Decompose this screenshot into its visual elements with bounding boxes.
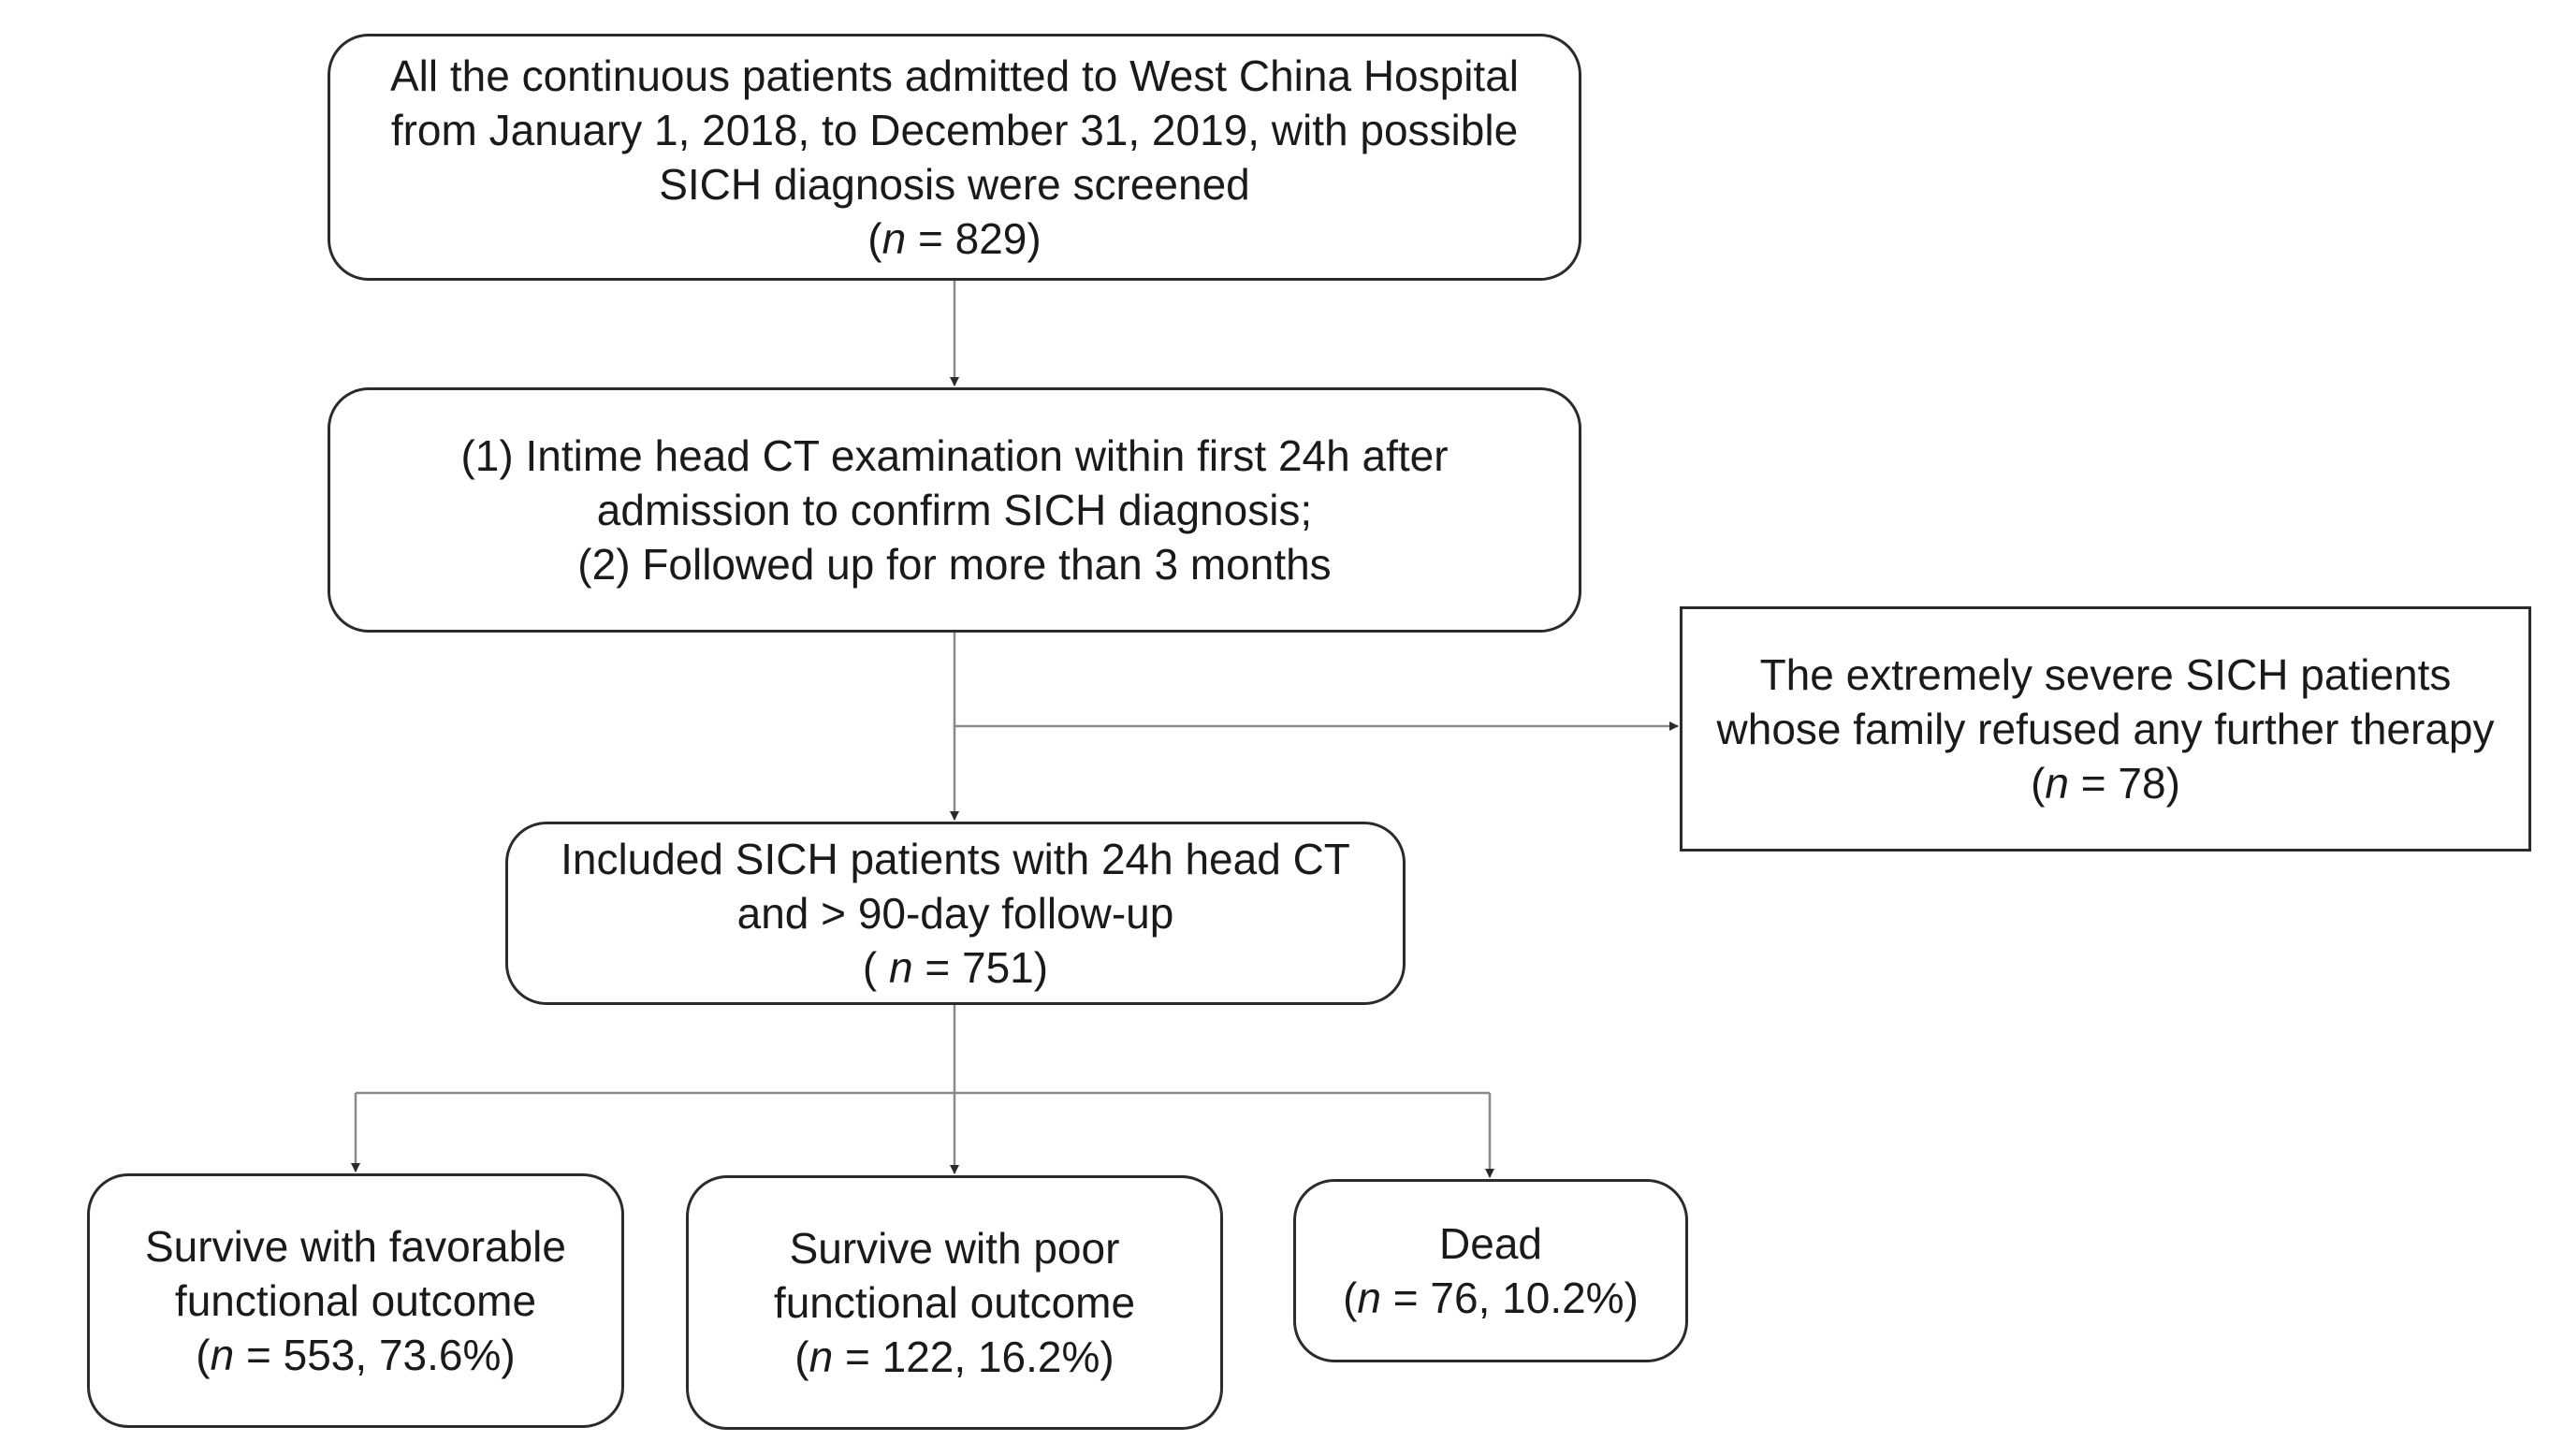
- favorable-outcome-box: Survive with favorable functional outcom…: [87, 1173, 624, 1428]
- sample-size-symbol: n: [889, 943, 913, 992]
- box-text-line: from January 1, 2018, to December 31, 20…: [390, 106, 1519, 154]
- dead-outcome-box: Dead (n = 76, 10.2%): [1293, 1179, 1688, 1362]
- sample-size-symbol: n: [2045, 759, 2069, 808]
- sample-size-value: = 122, 16.2%): [833, 1332, 1114, 1381]
- box-text-line: The extremely severe SICH patients: [1759, 650, 2452, 699]
- box-text-line: Survive with poor: [789, 1224, 1120, 1273]
- included-patients-box: Included SICH patients with 24h head CT …: [505, 822, 1406, 1005]
- box-text-line: SICH diagnosis were screened: [659, 160, 1250, 209]
- sample-size-symbol: n: [210, 1331, 235, 1379]
- inclusion-criteria-box: (1) Intime head CT examination within fi…: [328, 387, 1581, 633]
- sample-size-open: (: [794, 1332, 809, 1381]
- box-text-line: Dead: [1439, 1219, 1542, 1268]
- sample-size: (n = 78): [2031, 756, 2180, 810]
- box-text-line: (1) Intime head CT examination within fi…: [460, 431, 1449, 480]
- sample-size-value: = 78): [2069, 759, 2180, 808]
- box-text-line: and > 90-day follow-up: [736, 889, 1174, 938]
- sample-size-value: = 553, 73.6%): [234, 1331, 516, 1379]
- box-text-line: admission to confirm SICH diagnosis;: [596, 486, 1313, 534]
- sample-size-open: (: [867, 214, 882, 263]
- box-text-line: functional outcome: [174, 1276, 537, 1325]
- box-text-line: functional outcome: [773, 1278, 1136, 1327]
- box-text-line: whose family refused any further therapy: [1716, 705, 2495, 753]
- sample-size-symbol: n: [1357, 1274, 1381, 1322]
- sample-size: (n = 76, 10.2%): [1343, 1271, 1639, 1325]
- sample-size-open: (: [1343, 1274, 1358, 1322]
- poor-outcome-box: Survive with poor functional outcome (n …: [686, 1175, 1223, 1430]
- sample-size-open: (: [2031, 759, 2046, 808]
- sample-size-open: (: [196, 1331, 211, 1379]
- sample-size-value: = 829): [906, 214, 1042, 263]
- screened-patients-box: All the continuous patients admitted to …: [328, 34, 1581, 281]
- box-text-line: Included SICH patients with 24h head CT: [561, 835, 1350, 883]
- sample-size: (n = 122, 16.2%): [794, 1330, 1114, 1384]
- sample-size-value: = 751): [912, 943, 1049, 992]
- sample-size: (n = 829): [867, 211, 1041, 266]
- sample-size: ( n = 751): [863, 940, 1048, 995]
- box-text-line: All the continuous patients admitted to …: [389, 51, 1520, 100]
- excluded-patients-box: The extremely severe SICH patients whose…: [1680, 606, 2531, 852]
- sample-size-value: = 76, 10.2%): [1381, 1274, 1639, 1322]
- sample-size: (n = 553, 73.6%): [196, 1328, 515, 1382]
- sample-size-symbol: n: [881, 214, 907, 263]
- sample-size-symbol: n: [809, 1332, 834, 1381]
- box-text-line: Survive with favorable: [145, 1222, 566, 1271]
- sample-size-open: (: [862, 943, 889, 992]
- box-text-line: (2) Followed up for more than 3 months: [577, 540, 1332, 589]
